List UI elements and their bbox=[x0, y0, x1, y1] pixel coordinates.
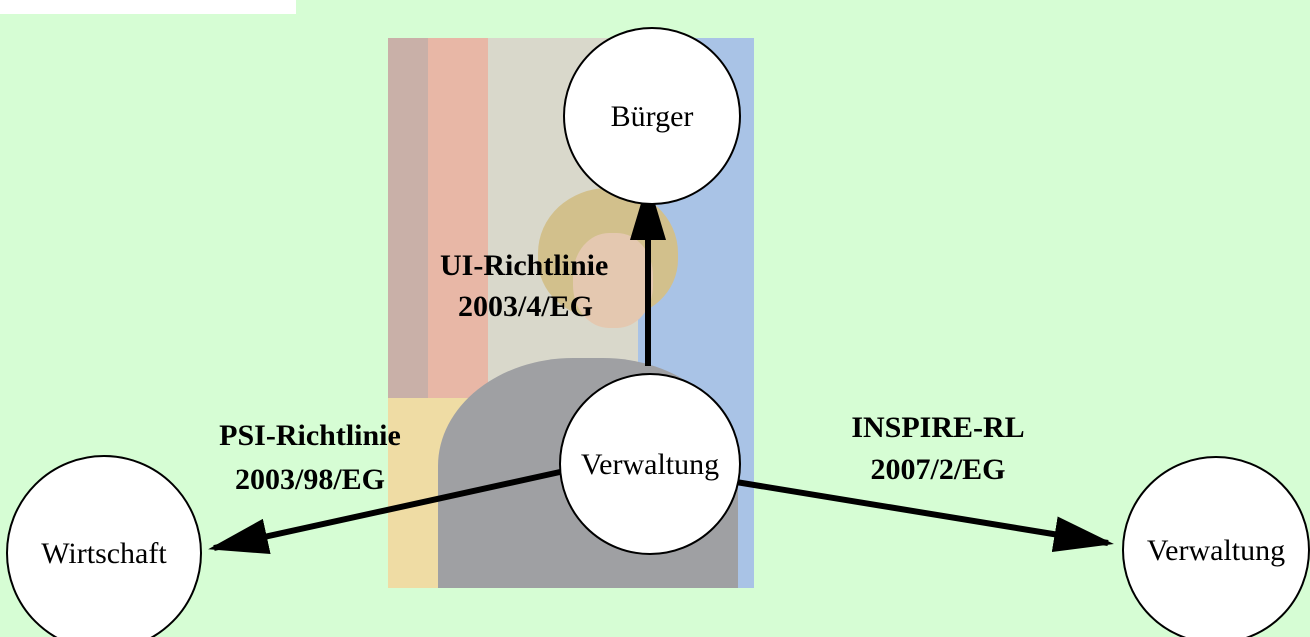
header-bar bbox=[0, 0, 296, 14]
edge-inspire-label-line1: INSPIRE-RL bbox=[851, 411, 1024, 444]
node-verwaltung-center: Verwaltung bbox=[559, 373, 741, 555]
edge-psi-label-line2: 2003/98/EG bbox=[235, 463, 385, 496]
edge-ui-label: UI-Richtlinie 2003/4/EG bbox=[440, 249, 608, 323]
edge-ui-label-line2: 2003/4/EG bbox=[458, 290, 593, 323]
edge-ui-label-line1: UI-Richtlinie bbox=[440, 249, 608, 282]
node-buerger: Bürger bbox=[563, 27, 741, 205]
node-verwaltung-right-label: Verwaltung bbox=[1147, 534, 1285, 567]
edge-inspire-label: INSPIRE-RL 2007/2/EG bbox=[851, 411, 1024, 486]
edge-inspire-arrow bbox=[735, 479, 1114, 553]
edge-psi-label-line1: PSI-Richtlinie bbox=[219, 419, 401, 452]
node-wirtschaft: Wirtschaft bbox=[6, 455, 202, 637]
person-face bbox=[573, 233, 653, 328]
edge-psi-arrow bbox=[208, 469, 561, 554]
node-verwaltung-right: Verwaltung bbox=[1122, 456, 1310, 637]
edge-psi-label: PSI-Richtlinie 2003/98/EG bbox=[219, 419, 401, 496]
edge-inspire-label-line2: 2007/2/EG bbox=[870, 453, 1005, 486]
node-wirtschaft-label: Wirtschaft bbox=[41, 537, 167, 570]
node-verwaltung-center-label: Verwaltung bbox=[581, 448, 719, 481]
node-buerger-label: Bürger bbox=[611, 100, 694, 133]
